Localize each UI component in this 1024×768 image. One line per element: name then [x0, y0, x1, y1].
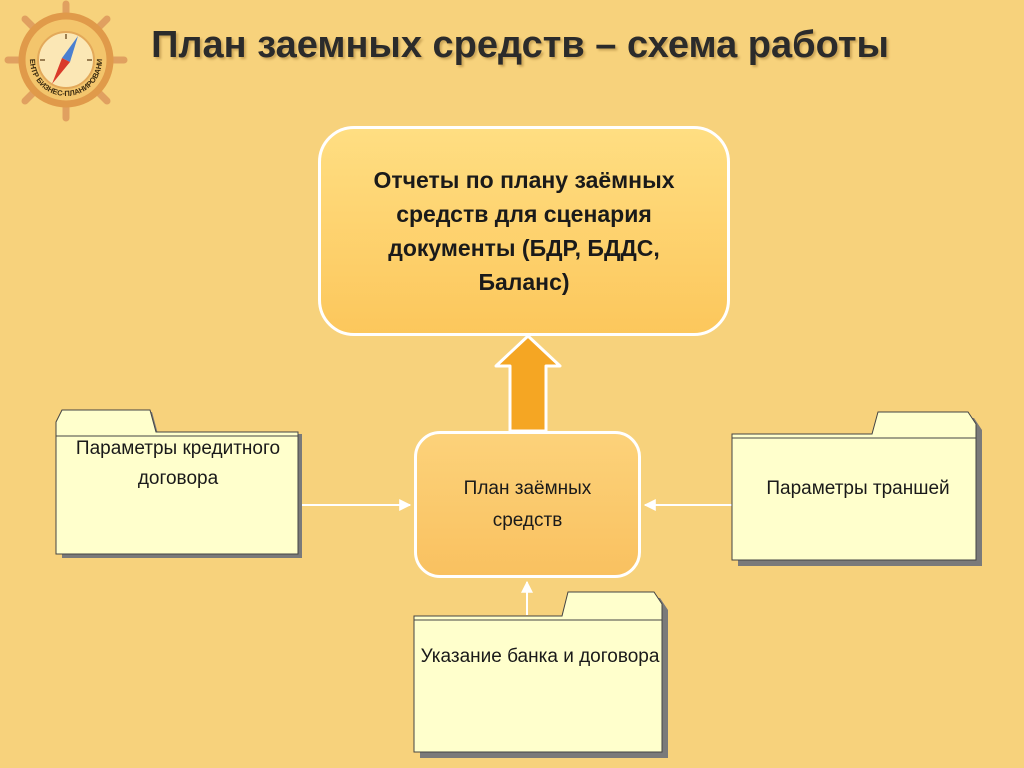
- folder-bank-contract: [413, 591, 668, 758]
- folder-tranche-params: [731, 411, 982, 566]
- page-title: План заемных средств – схема работы: [151, 24, 889, 66]
- up-arrow-icon: [494, 334, 562, 433]
- plan-label: План заёмных средств: [463, 477, 592, 531]
- reports-box: Отчеты по плану заёмных средств для сцен…: [318, 126, 730, 336]
- reports-label: Отчеты по плану заёмных средств для сцен…: [373, 167, 675, 295]
- ship-wheel-icon: [4, 0, 128, 122]
- folder-credit-params: [55, 409, 302, 558]
- compass-needle-icon: [52, 36, 78, 84]
- tranche-params-label: Параметры траншей: [766, 478, 950, 499]
- credit-params-label: Параметры кредитного договора: [75, 438, 281, 489]
- logo: ЦЕНТР БИЗНЕС-ПЛАНИРОВАНИЯ: [0, 0, 128, 122]
- bank-contract-label: Указание банка и договора: [420, 646, 660, 667]
- plan-box: План заёмных средств: [414, 431, 641, 578]
